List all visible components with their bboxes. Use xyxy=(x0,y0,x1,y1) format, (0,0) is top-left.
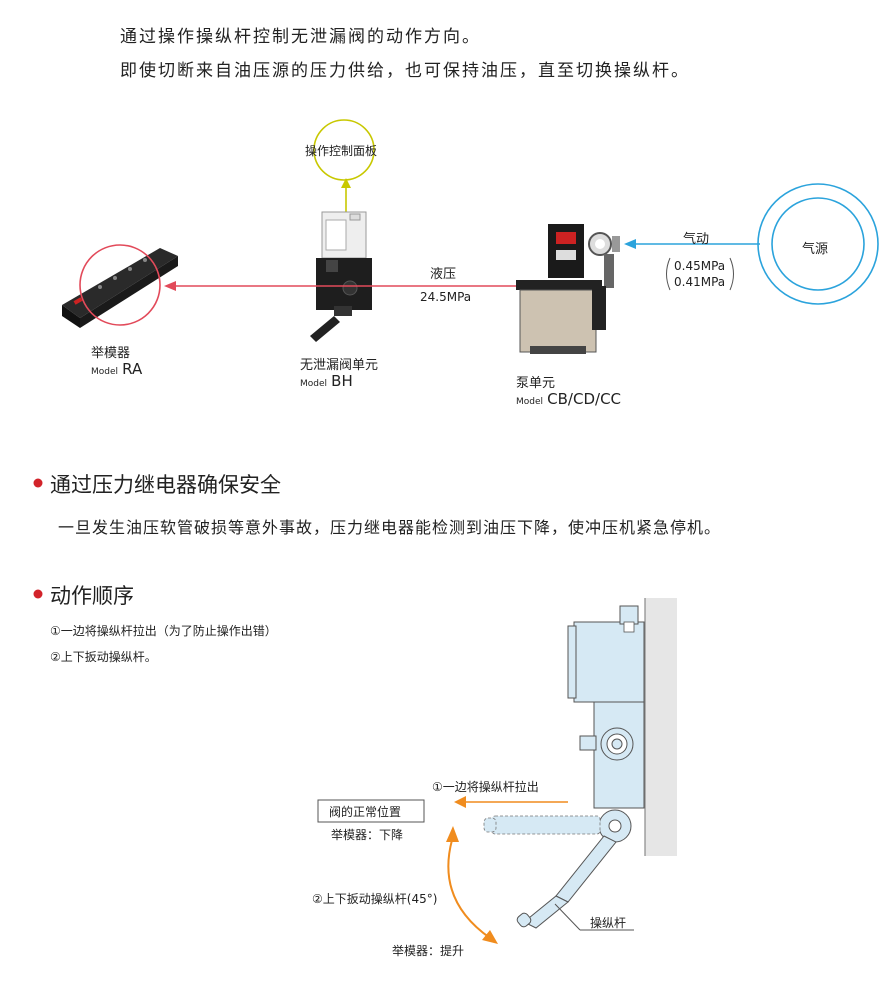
normal-position-label: 阀的正常位置 xyxy=(329,805,402,819)
panel-arrow-head xyxy=(341,178,351,188)
lifter-model-prefix: Model xyxy=(91,367,119,377)
swing-arrow-head-up xyxy=(446,826,459,842)
lifter-down-label: 举模器：下降 xyxy=(331,828,404,842)
air-pressure-1: 0.45MPa xyxy=(674,259,726,273)
valve-model-code: BH xyxy=(331,372,353,390)
pressure-bracket-right xyxy=(729,257,734,291)
pump-model-prefix: Model xyxy=(516,397,544,407)
intro-line-2: 即使切断来自油压源的压力供给，也可保持油压，直至切换操纵杆。 xyxy=(120,61,690,81)
valve-model-prefix: Model xyxy=(300,379,328,389)
section2-bullet xyxy=(33,589,43,599)
air-pressure-2: 0.41MPa xyxy=(674,275,726,289)
lifter-circle xyxy=(79,244,161,326)
hydraulic-pressure: 24.5MPa xyxy=(420,290,472,304)
section1-bullet xyxy=(33,478,43,488)
hydraulic-arrow-head xyxy=(164,281,176,291)
pull-label: ①一边将操纵杆拉出 xyxy=(432,780,539,794)
lifter-model-code: RA xyxy=(122,360,143,378)
lifter-model: Model RA xyxy=(91,360,142,378)
pump-model-code: CB/CD/CC xyxy=(547,390,622,408)
pump-unit-image xyxy=(516,224,620,354)
step-1: ①一边将操纵杆拉出（为了防止操作出错） xyxy=(50,624,277,638)
section1-title: 通过压力继电器确保安全 xyxy=(50,473,281,497)
lifter-up-label: 举模器：提升 xyxy=(392,944,465,958)
lever-mechanism-image xyxy=(483,598,677,929)
lifter-name: 举模器 xyxy=(91,346,131,361)
lifter-device-image xyxy=(62,248,178,328)
air-source-label: 气源 xyxy=(802,242,829,257)
air-source-outer-circle xyxy=(757,183,879,305)
air-label: 气动 xyxy=(683,232,710,247)
valve-unit-image xyxy=(310,211,372,342)
lever-leader-line xyxy=(554,903,581,931)
pull-arrow-head xyxy=(454,796,466,808)
swing-label: ②上下扳动操纵杆(45°) xyxy=(312,892,438,906)
pressure-bracket-left xyxy=(666,257,671,291)
valve-model: Model BH xyxy=(300,372,353,390)
panel-circle xyxy=(313,119,375,181)
pump-name: 泵单元 xyxy=(516,376,556,391)
lever-label: 操纵杆 xyxy=(590,916,627,930)
valve-name: 无泄漏阀单元 xyxy=(300,358,379,373)
hydraulic-label: 液压 xyxy=(430,267,457,282)
swing-arrow xyxy=(447,839,491,939)
air-source-inner-circle xyxy=(771,197,865,291)
swing-arrow-head-down xyxy=(482,930,498,944)
pump-model: Model CB/CD/CC xyxy=(516,390,621,408)
panel-label: 操作控制面板 xyxy=(305,144,378,158)
intro-line-1: 通过操作操纵杆控制无泄漏阀的动作方向。 xyxy=(120,27,481,47)
section1-body: 一旦发生油压软管破损等意外事故，压力继电器能检测到油压下降，使冲压机紧急停机。 xyxy=(58,518,722,537)
section2-title: 动作顺序 xyxy=(50,584,134,608)
normal-position-box xyxy=(317,799,425,823)
air-arrow-head xyxy=(624,239,636,249)
step-2: ②上下扳动操纵杆。 xyxy=(50,650,157,664)
